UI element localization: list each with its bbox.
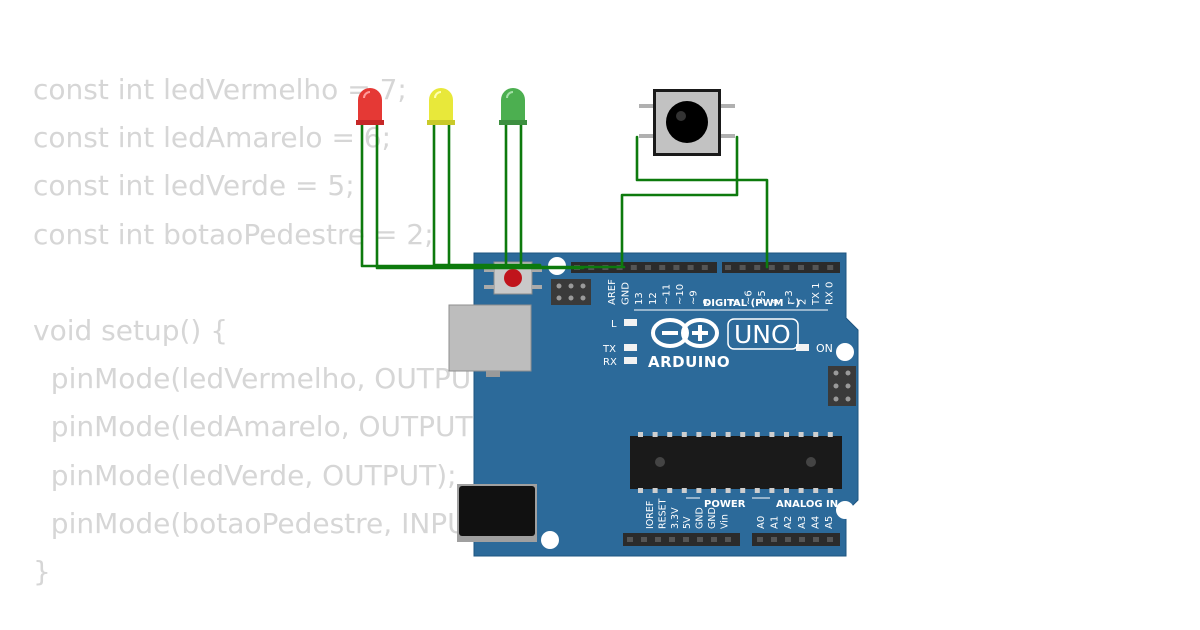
code-line: const int botaoPedestre = 2;: [33, 217, 434, 251]
pin-label: 13: [634, 292, 645, 305]
code-line: pinMode(ledAmarelo, OUTPUT);: [33, 410, 493, 444]
pin-label: A3: [797, 516, 808, 529]
pin-label: 7: [730, 299, 741, 305]
svg-text:RX: RX: [603, 357, 617, 368]
mounting-hole: [541, 531, 559, 549]
mounting-hole: [836, 343, 854, 361]
analog-header: [752, 533, 840, 546]
indicator-led-rx: RX: [603, 357, 637, 368]
wire-red-led-gnd[interactable]: [375, 123, 585, 270]
power-section-label: POWER: [704, 499, 746, 510]
atmega-chip: [630, 432, 842, 493]
pin-label: ~3: [784, 290, 795, 305]
pin-label: 2: [798, 299, 809, 305]
pin-label: ~11: [661, 284, 672, 305]
code-line: }: [33, 554, 51, 588]
pin-label: A2: [783, 516, 794, 529]
icsp-header-top: [551, 279, 591, 305]
digital-header-right: [722, 262, 840, 273]
code-line: const int ledVermelho = 7;: [33, 73, 407, 106]
digital-header-left: [571, 262, 717, 273]
pin-label: TX 1: [811, 283, 822, 307]
wire-button-power[interactable]: [635, 135, 769, 269]
pin-label: 3.3V: [670, 507, 681, 529]
pin-label: IOREF: [645, 501, 656, 529]
code-line: pinMode(ledVerde, OUTPUT);: [33, 458, 457, 492]
pin-label: AREF: [607, 279, 618, 305]
pin-label: A4: [810, 516, 821, 529]
wire-green-led-gnd[interactable]: [519, 123, 626, 269]
uno-label: UNO: [734, 320, 791, 349]
code-line: const int ledVerde = 5;: [33, 169, 355, 203]
arduino-logo-icon: [651, 318, 719, 348]
pin-label: RESET: [657, 498, 668, 529]
svg-text:ON: ON: [816, 342, 833, 355]
wire-red-led[interactable]: [360, 123, 542, 268]
svg-text:TX: TX: [602, 344, 616, 355]
code-editor-text: const int ledVermelho = 7; const int ledA…: [33, 66, 509, 596]
mounting-hole: [836, 501, 854, 519]
led-yellow[interactable]: [427, 88, 455, 125]
svg-text:L: L: [611, 319, 617, 330]
indicator-led-tx: TX: [602, 344, 637, 355]
pin-label: GND: [621, 282, 632, 305]
pin-label: GND: [695, 507, 706, 529]
digital-section-label: DIGITAL (PWM ~): [703, 298, 800, 309]
pin-label: GND: [707, 507, 718, 529]
pedestrian-push-button[interactable]: [639, 89, 735, 156]
led-red[interactable]: [356, 88, 384, 125]
usb-connector: [448, 304, 532, 377]
pin-label: A5: [824, 516, 835, 529]
wire-yellow-led-gnd[interactable]: [447, 123, 542, 268]
pin-label: RX 0: [825, 282, 836, 305]
icsp-header-right: [828, 366, 856, 406]
code-line: const int ledAmarelo = 6;: [33, 121, 392, 155]
pin-label: A1: [770, 516, 781, 529]
code-line: void setup() {: [33, 313, 229, 347]
power-header: [623, 533, 740, 546]
pin-label: ~10: [675, 284, 686, 305]
power-jack: [457, 484, 537, 542]
uno-badge: UNO: [727, 318, 799, 350]
pin-label: ~9: [689, 290, 700, 305]
pin-label: ~5: [757, 290, 768, 305]
pin-label: 4: [771, 299, 782, 305]
pin-label: 5V: [682, 516, 693, 529]
led-green[interactable]: [499, 88, 527, 125]
analog-section-label: ANALOG IN: [776, 499, 838, 510]
indicator-led-on: ON: [796, 342, 833, 355]
arduino-brand-label: ARDUINO: [648, 353, 730, 371]
pin-label: A0: [756, 516, 767, 529]
pin-label: 12: [648, 292, 659, 305]
indicator-led-l: L: [611, 319, 637, 330]
code-line: pinMode(botaoPedestre, INPUT);: [33, 506, 506, 540]
pin-label: Vin: [719, 514, 730, 529]
wire-button-signal[interactable]: [620, 135, 739, 268]
pin-label: ~6: [744, 290, 755, 305]
pin-label: 8: [702, 299, 713, 305]
